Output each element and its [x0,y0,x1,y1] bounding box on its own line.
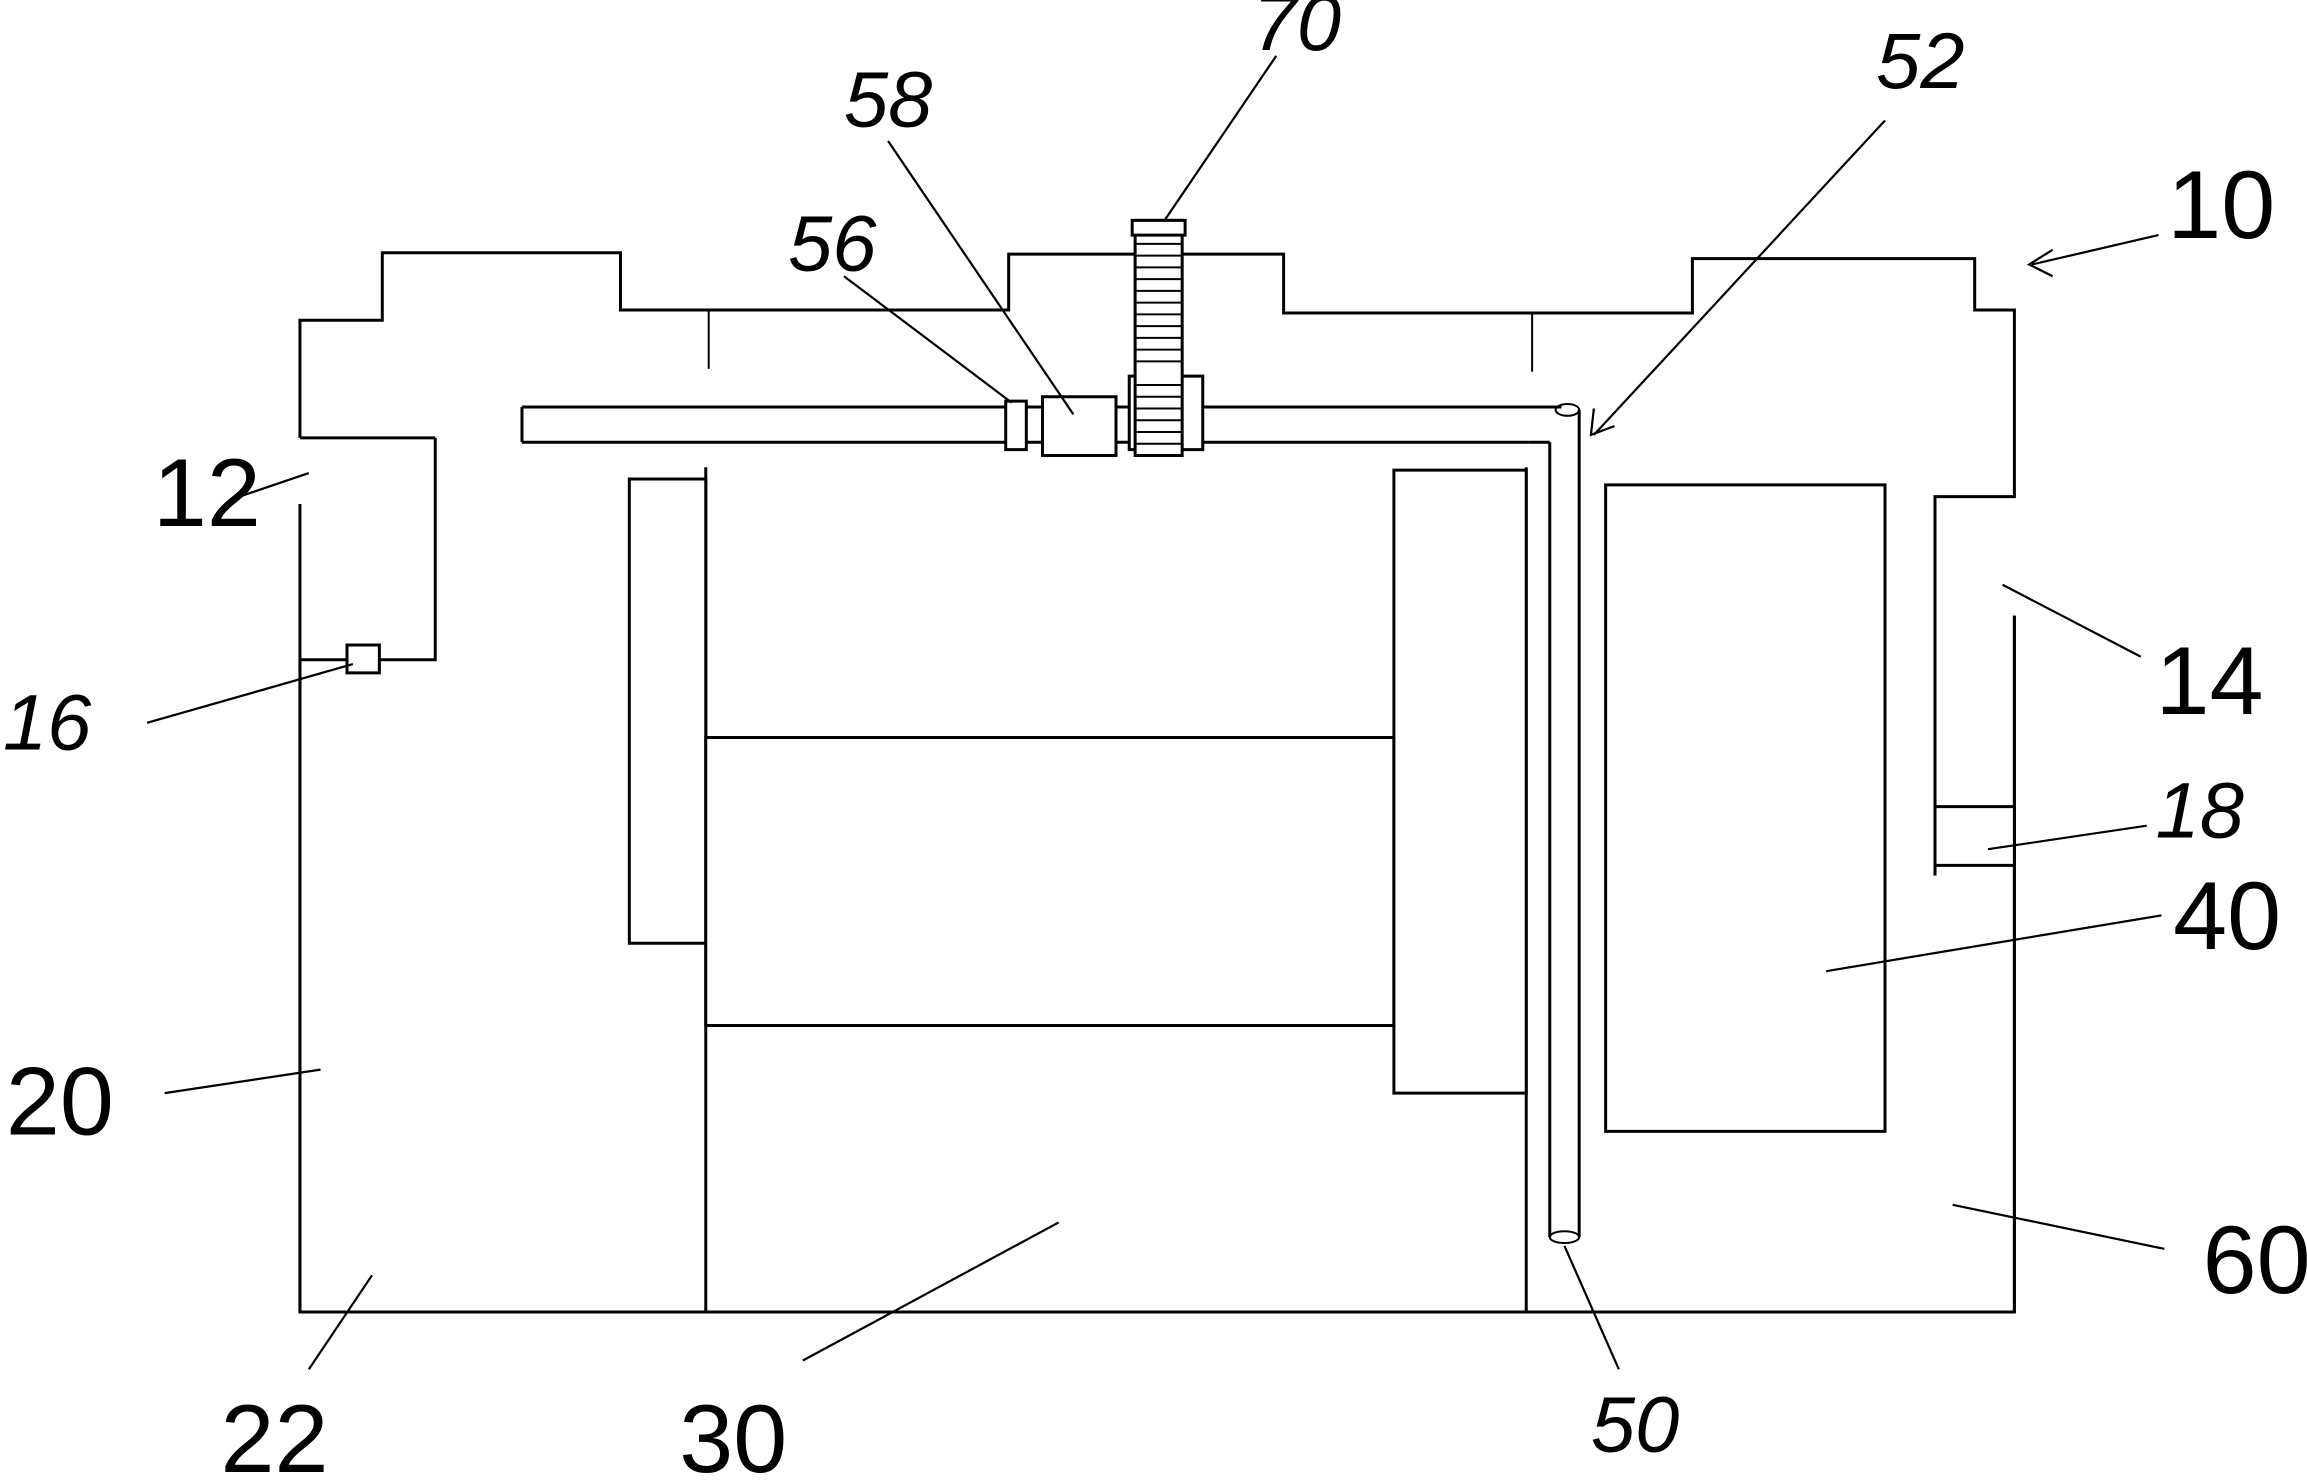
label-22: 22 [221,1384,329,1481]
actuator-70 [1132,220,1185,455]
label-16: 16 [3,677,92,766]
label-56: 56 [788,198,877,287]
pipe-bottom-end [1550,1231,1579,1243]
label-50: 50 [1591,1380,1679,1469]
leader-10-arrow [2029,250,2053,276]
actuator-coils [1135,244,1182,444]
housing-top-profile [300,438,435,660]
leader-70 [1165,56,1277,221]
leader-52 [1594,120,1885,434]
leader-16 [147,664,353,723]
leader-58 [888,141,1073,414]
drum-right-flange [1394,470,1526,1093]
label-58: 58 [844,54,932,143]
leader-50 [1564,1246,1618,1369]
label-52: 52 [1876,16,1964,105]
pipe-elbow-end [1556,404,1580,416]
leader-22 [309,1275,372,1369]
label-60: 60 [2203,1205,2307,1314]
label-20: 20 [6,1046,114,1155]
drum-core [706,738,1394,1026]
left-sensor-16 [347,645,379,673]
leader-18 [1988,826,2147,850]
leader-60 [1953,1205,2165,1249]
leader-20 [165,1070,321,1094]
label-18: 18 [2156,765,2244,854]
right-sensor-18 [1935,807,2014,866]
leader-12 [231,473,309,499]
label-12: 12 [153,438,261,547]
label-10: 10 [2167,150,2275,259]
leader-52-arrow [1591,408,1615,434]
chamber-40 [1606,485,1885,1131]
label-30: 30 [679,1384,787,1481]
label-40: 40 [2173,861,2281,970]
leader-40 [1826,915,2161,971]
label-14: 14 [2156,626,2264,735]
label-70: 70 [1253,0,1341,67]
leader-30 [803,1222,1059,1360]
valve-58 [1042,397,1116,456]
fitting-56 [1006,401,1027,449]
leader-14 [2003,585,2141,657]
drum-left-flange [629,479,705,943]
leader-56 [844,276,1012,402]
leader-10 [2032,235,2158,264]
